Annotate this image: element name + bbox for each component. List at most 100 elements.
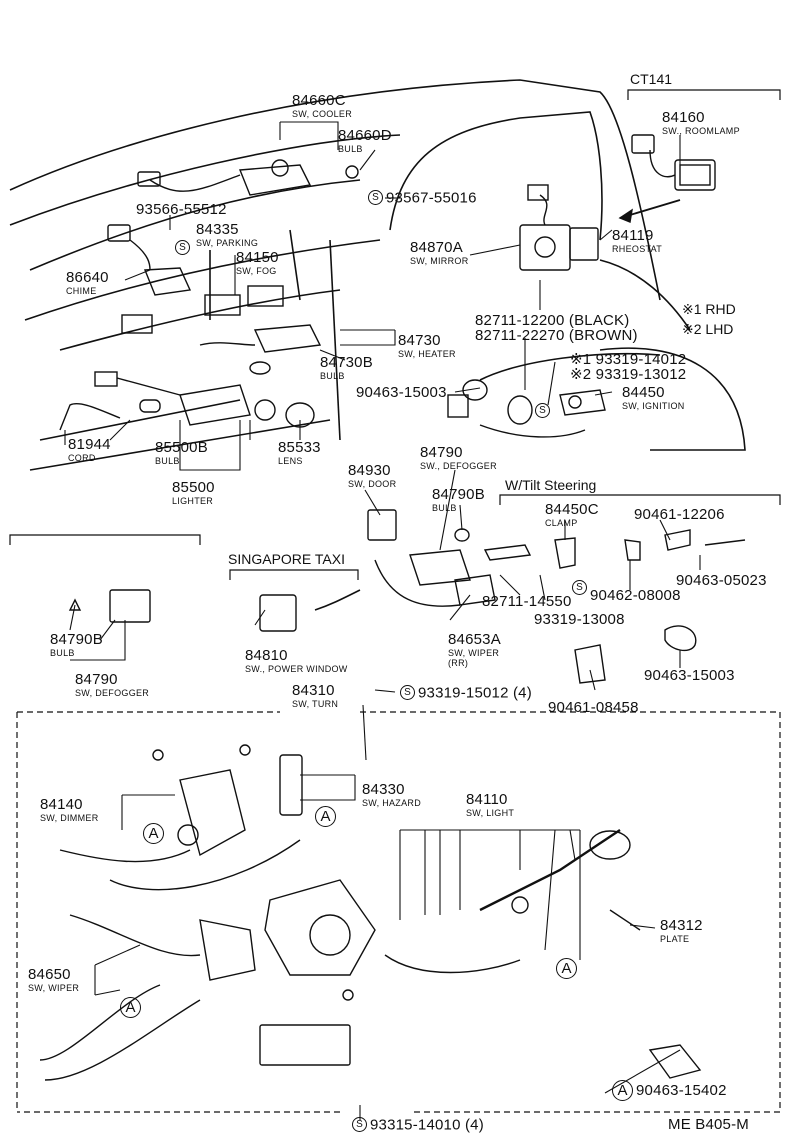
part-number: 85500 (172, 479, 215, 496)
diagram-code: ME B405-M (668, 1116, 749, 1133)
part-desc: LENS (278, 456, 303, 466)
s-marker: S (572, 580, 587, 596)
part-84930: 84930 SW, DOOR (348, 463, 396, 489)
a-marker-light: A (556, 958, 577, 979)
part-number: 84810 (245, 647, 288, 664)
part-number: 90463-15402 (636, 1082, 727, 1099)
part-number: 84660C (292, 92, 346, 109)
part-84450: 84450 SW, IGNITION (622, 385, 685, 411)
part-desc: LIGHTER (172, 496, 214, 506)
part-93319-13008: 93319-13008 (534, 611, 625, 628)
s-marker: S (352, 1117, 367, 1133)
part-desc: BULB (320, 371, 345, 381)
dashboard-outline (9, 79, 746, 471)
a-marker-dimmer: A (143, 823, 164, 844)
part-90461-12206: 90461-12206 (634, 506, 725, 523)
part-desc: SW, PARKING (196, 238, 259, 248)
part-90463-05023: 90463-05023 (676, 572, 767, 589)
part-number: 93315-14010 (4) (370, 1116, 484, 1134)
part-desc: SW, LIGHT (466, 808, 515, 818)
part-number: 84653A (448, 631, 501, 648)
part-84660D: 84660D BULB (338, 128, 392, 154)
part-84790B-b: 84790B BULB (50, 632, 103, 658)
part-desc: SW, DEFOGGER (75, 688, 150, 698)
part-desc: CLAMP (545, 518, 578, 528)
part-number: 84790 (420, 444, 463, 461)
part-84810: 84810 SW., POWER WINDOW (245, 648, 348, 674)
part-number: 84790 (75, 671, 118, 688)
part-84119: 84119 RHEOSTAT (612, 228, 662, 254)
section-brackets (9, 89, 781, 1113)
part-number: 84660D (338, 127, 392, 144)
part-85500: 85500 LIGHTER (172, 480, 215, 506)
part-number: 86640 (66, 269, 109, 286)
part-84140: 84140 SW, DIMMER (40, 797, 99, 823)
note-rhd: ※1 RHD (682, 301, 736, 317)
part-86640: 86640 CHIME (66, 270, 109, 296)
part-number: 84140 (40, 796, 83, 813)
part-desc-sub: (RR) (448, 658, 469, 668)
s-marker-93566: S (175, 240, 193, 256)
a-marker: A (556, 958, 577, 979)
part-84150: 84150 SW, FOG (236, 250, 279, 276)
part-desc: CHIME (66, 286, 97, 296)
part-84312: 84312 PLATE (660, 918, 703, 944)
part-number: 81944 (68, 436, 111, 453)
s-marker: S (535, 403, 550, 419)
part-number: 84930 (348, 462, 391, 479)
part-number: 84160 (662, 109, 705, 126)
part-93319-14012: ※1 93319-14012 (570, 351, 687, 368)
a-marker: A (315, 806, 336, 827)
s-marker-clamp: S (572, 580, 590, 596)
part-84310: 84310 SW, TURN (292, 683, 338, 709)
part-number: 84730 (398, 332, 441, 349)
part-number: 84310 (292, 682, 335, 699)
part-desc: BULB (338, 144, 363, 154)
part-84730B: 84730B BULB (320, 355, 373, 381)
part-number: 93566-55512 (136, 201, 227, 218)
a-marker: A (143, 823, 164, 844)
part-desc: SW, DIMMER (40, 813, 99, 823)
part-number: 84330 (362, 781, 405, 798)
part-84790B-a: 84790B BULB (432, 487, 485, 513)
part-desc: BULB (50, 648, 75, 658)
part-desc: SW, DOOR (348, 479, 397, 489)
leader-lines (64, 121, 701, 1120)
part-desc: RHEOSTAT (612, 244, 663, 254)
part-84870A: 84870A SW, MIRROR (410, 240, 469, 266)
part-number: 84450 (622, 384, 665, 401)
part-90463-15003-a: 90463-15003 (356, 384, 447, 401)
part-84650: 84650 SW, WIPER (28, 967, 79, 993)
part-number: 84312 (660, 917, 703, 934)
part-93566-55512: 93566-55512 (136, 202, 227, 218)
part-84330: 84330 SW, HAZARD (362, 782, 421, 808)
part-84450C: 84450C CLAMP (545, 502, 599, 528)
part-81944: 81944 CORD (68, 437, 111, 463)
part-desc: SW, IGNITION (622, 401, 685, 411)
part-84335: 84335 SW, PARKING (196, 222, 258, 248)
part-desc: SW., DEFOGGER (420, 461, 497, 471)
part-desc: PLATE (660, 934, 690, 944)
part-84790-b: 84790 SW, DEFOGGER (75, 672, 149, 698)
s-marker: S (175, 240, 190, 256)
part-85533: 85533 LENS (278, 440, 321, 466)
part-desc: SW, FOG (236, 266, 277, 276)
part-84160: 84160 SW., ROOMLAMP (662, 110, 740, 136)
part-desc: SW., ROOMLAMP (662, 126, 740, 136)
section-tilt-steering: W/Tilt Steering (505, 477, 597, 493)
part-90463-15003-b: 90463-15003 (644, 667, 735, 684)
part-90462-08008: 90462-08008 (590, 587, 681, 604)
a-marker-wiper: A (120, 997, 141, 1018)
part-number: 84119 (612, 227, 654, 244)
part-desc: SW, WIPER (448, 648, 500, 658)
part-number: 84650 (28, 966, 71, 983)
s-marker: S (368, 190, 383, 206)
part-84653A: 84653A SW, WIPER (RR) (448, 632, 501, 668)
section-singapore-taxi: SINGAPORE TAXI (228, 551, 345, 567)
part-desc: SW, MIRROR (410, 256, 469, 266)
a-marker: A (612, 1080, 633, 1101)
part-82711-12200: 82711-12200 (BLACK) (475, 312, 630, 329)
